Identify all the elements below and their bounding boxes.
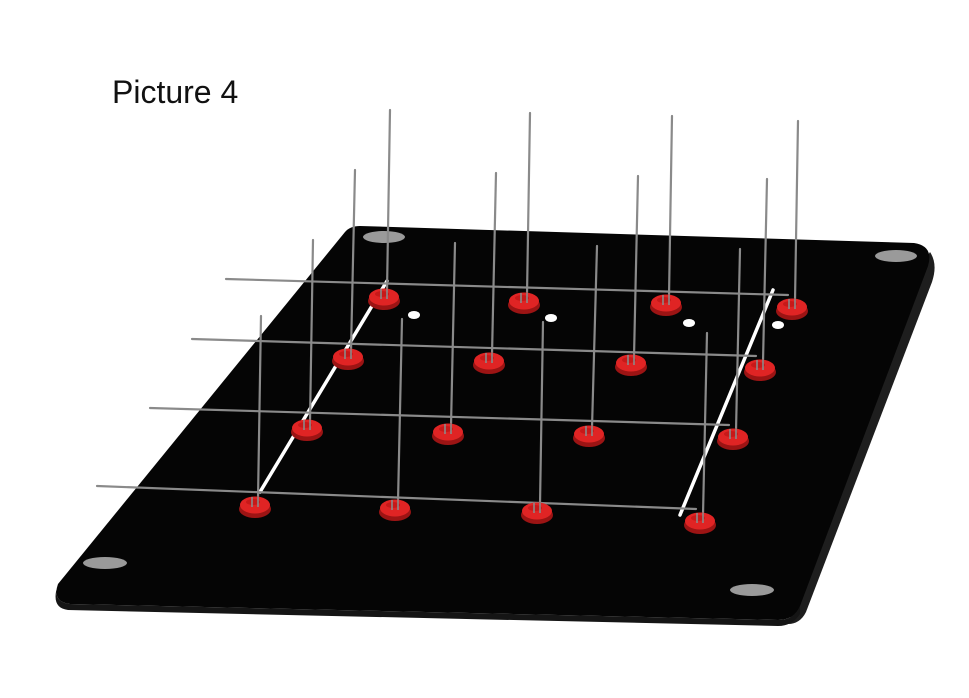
led-highlight	[439, 426, 453, 432]
led	[521, 502, 553, 524]
vertical-leg	[590, 244, 599, 430]
led	[368, 288, 400, 310]
led-highlight	[691, 515, 705, 521]
led-dome	[240, 496, 270, 514]
led-dome	[616, 354, 646, 372]
vertical-leg	[525, 111, 532, 297]
white-marker	[683, 319, 695, 327]
vertical-leg	[701, 331, 709, 517]
white-marker	[545, 314, 557, 322]
led-dome	[685, 512, 715, 530]
led-dome	[380, 499, 410, 517]
vertical-leg	[667, 114, 674, 299]
vertical-leg	[449, 241, 457, 428]
row-wire	[224, 277, 790, 297]
led	[615, 354, 647, 376]
vertical-leg	[385, 108, 392, 293]
led-highlight	[724, 431, 738, 437]
led-highlight	[783, 301, 797, 307]
led	[473, 352, 505, 374]
picture-caption: Picture 4	[112, 74, 239, 110]
led	[508, 292, 540, 314]
vertical-leg	[632, 174, 640, 359]
led-highlight	[480, 355, 494, 361]
led-dome	[333, 348, 363, 366]
led-highlight	[375, 291, 389, 297]
vertical-leg	[349, 168, 357, 353]
led	[744, 359, 776, 381]
led-highlight	[339, 351, 353, 357]
led	[291, 419, 323, 441]
mount-hole	[363, 231, 405, 243]
led-dome	[777, 298, 807, 316]
led-highlight	[246, 499, 260, 505]
led-dome	[509, 292, 539, 310]
led-highlight	[528, 505, 542, 511]
white-markers	[408, 311, 784, 329]
led	[379, 499, 411, 521]
vertical-leg	[256, 314, 263, 501]
led-highlight	[386, 502, 400, 508]
row-wire	[148, 406, 731, 427]
led-dome	[522, 502, 552, 520]
led	[332, 348, 364, 370]
led	[717, 428, 749, 450]
led-highlight	[657, 297, 671, 303]
led-highlight	[515, 295, 529, 301]
vertical-leg	[734, 247, 742, 433]
vertical-leg	[538, 320, 545, 507]
white-rail	[678, 288, 775, 517]
mount-hole	[730, 584, 774, 596]
row-wire	[190, 337, 758, 358]
led-dome	[369, 288, 399, 306]
vertical-leg	[761, 177, 769, 364]
led-dome	[745, 359, 775, 377]
led-dome	[433, 423, 463, 441]
mount-hole	[83, 557, 127, 569]
vertical-leg	[490, 171, 498, 357]
board-front-edge	[55, 584, 801, 626]
led	[573, 425, 605, 447]
vertical-leg	[793, 119, 800, 303]
led-dome	[651, 294, 681, 312]
led	[650, 294, 682, 316]
row-wire	[95, 484, 698, 511]
vertical-leg	[396, 317, 404, 504]
white-rail	[258, 279, 389, 494]
white-marker	[408, 311, 420, 319]
led-highlight	[298, 422, 312, 428]
led	[684, 512, 716, 534]
leds	[239, 288, 808, 534]
mount-holes	[83, 231, 917, 596]
led-highlight	[580, 428, 594, 434]
led-dome	[474, 352, 504, 370]
led	[776, 298, 808, 320]
led-dome	[292, 419, 322, 437]
led	[239, 496, 271, 518]
led-dome	[718, 428, 748, 446]
wires	[95, 108, 800, 517]
mount-hole	[875, 250, 917, 262]
led	[432, 423, 464, 445]
led-highlight	[622, 357, 636, 363]
vertical-leg	[308, 238, 315, 424]
led-highlight	[751, 362, 765, 368]
led-dome	[574, 425, 604, 443]
white-marker	[772, 321, 784, 329]
white-rails	[258, 279, 775, 517]
